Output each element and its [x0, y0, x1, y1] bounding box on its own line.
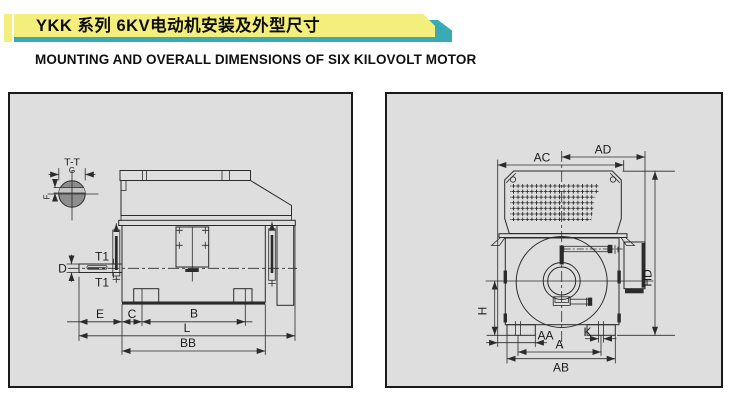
dim-label-b: B — [190, 307, 198, 321]
dim-label-a: A — [555, 338, 563, 352]
title-banner — [14, 14, 435, 37]
dim-label-aa: AA — [537, 329, 553, 343]
dim-label-f: F — [43, 194, 52, 199]
banner-left-accent — [4, 14, 12, 42]
section-label: T-T — [64, 157, 80, 169]
side-view-panel: T-T G F — [8, 92, 353, 388]
dim-label-g: G — [69, 166, 75, 175]
dim-label-d: D — [58, 262, 67, 276]
page-subtitle: MOUNTING AND OVERALL DIMENSIONS OF SIX K… — [35, 52, 477, 67]
front-view-panel: AC AD HD H AA K A AB — [385, 92, 723, 388]
side-view-drawing: T-T G F — [43, 157, 297, 355]
motor-side-outline — [68, 170, 297, 306]
motor-front-outline — [485, 151, 654, 350]
cooler-vent-grille — [510, 184, 599, 221]
dim-label-hd: HD — [641, 269, 655, 287]
front-dimensions: AC AD HD H AA K A AB — [476, 143, 675, 375]
page-title: YKK 系列 6KV电动机安装及外型尺寸 — [36, 17, 321, 35]
dim-label-t1-upper: T1 — [95, 250, 109, 264]
dim-label-e: E — [96, 307, 104, 321]
dim-label-t1-lower: T1 — [95, 276, 109, 290]
dim-label-c: C — [128, 307, 137, 321]
dim-label-bb: BB — [180, 336, 196, 350]
front-view-drawing: AC AD HD H AA K A AB — [476, 143, 675, 375]
dim-label-ad: AD — [595, 143, 612, 157]
dim-label-ab: AB — [553, 361, 569, 375]
side-dimensions: D T1 T1 E C B L BB — [58, 225, 296, 355]
dim-label-ac: AC — [534, 151, 551, 165]
dim-label-k: K — [583, 325, 591, 339]
dim-label-h: H — [476, 307, 490, 316]
dim-label-l: L — [184, 321, 191, 335]
shaft-section-detail: T-T G F — [43, 157, 99, 221]
